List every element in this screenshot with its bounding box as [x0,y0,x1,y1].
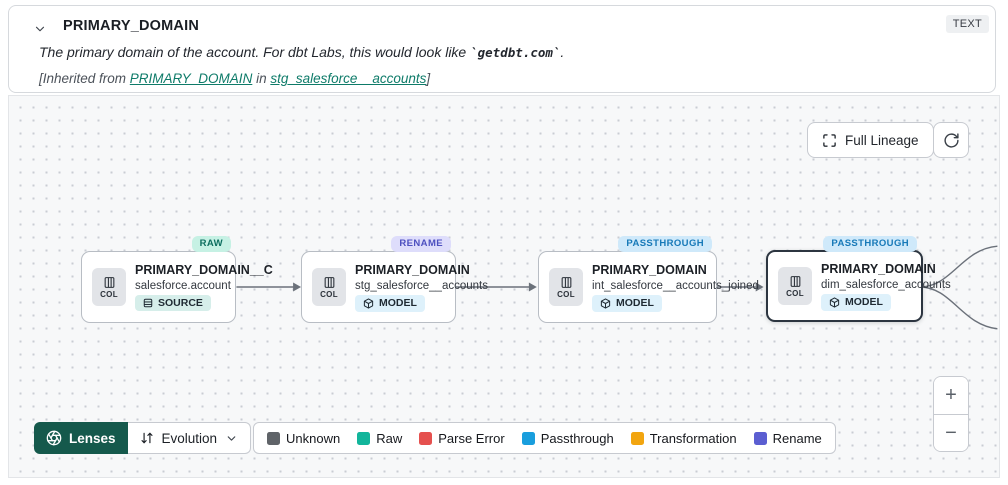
node-body: PRIMARY_DOMAIN stg_salesforce__accounts … [355,262,488,312]
description-text: The primary domain of the account. For d… [39,44,471,60]
resource-type-badge: MODEL [821,293,891,311]
legend-label: Rename [772,430,822,446]
aperture-icon [46,430,62,446]
columns-icon [790,275,800,287]
model-cube-icon [363,297,374,309]
node-subtitle: dim_salesforce_accounts [821,278,951,291]
inherited-prefix: [Inherited from [39,71,130,86]
col-label: COL [786,288,804,298]
chevron-down-icon [227,435,236,441]
column-name-title: PRIMARY_DOMAIN [63,18,199,34]
refresh-icon [943,132,959,148]
col-label: COL [557,289,575,299]
panel-header: PRIMARY_DOMAIN TEXT [9,15,995,40]
zoom-in-button[interactable]: + [934,377,968,415]
legend-swatch [357,431,371,445]
node-subtitle: salesforce.account [135,279,231,292]
col-label: COL [100,289,118,299]
full-lineage-button[interactable]: Full Lineage [807,122,934,158]
lenses-label: Lenses [69,430,116,446]
column-badge: COL [92,268,126,306]
lineage-node-dim-selected[interactable]: PASSTHROUGH COL PRIMARY_DOMAIN dim_sales… [766,236,951,322]
resource-type-badge: MODEL [592,294,662,312]
legend-swatch [630,431,644,445]
resource-type-label: SOURCE [158,296,203,309]
resource-type-label: MODEL [845,295,883,308]
node-title: PRIMARY_DOMAIN [592,262,707,277]
legend-item-rename: Rename [753,430,822,446]
resource-type-label: MODEL [616,296,654,309]
node-body: PRIMARY_DOMAIN int_salesforce__accounts_… [592,262,759,312]
legend-item-transformation: Transformation [630,430,737,446]
lineage-node-source[interactable]: RAW COL PRIMARY_DOMAIN__C salesforce.acc… [81,236,273,323]
evolution-tag-raw: RAW [191,236,231,252]
source-icon [143,298,153,308]
lenses-control: Lenses Evolution [34,422,252,454]
inherited-suffix: ] [426,71,431,86]
column-description: The primary domain of the account. For d… [39,44,564,60]
inherited-model-link[interactable]: stg_salesforce__accounts [270,71,427,86]
node-title: PRIMARY_DOMAIN [821,261,936,276]
description-period: . [560,44,565,60]
column-type-badge: TEXT [945,15,989,33]
legend-label: Unknown [286,430,341,446]
column-detail-panel: PRIMARY_DOMAIN TEXT The primary domain o… [8,5,996,93]
resource-type-badge: SOURCE [135,294,211,312]
collapse-chevron-icon[interactable] [33,21,49,37]
column-badge: COL [549,268,583,306]
resource-type-label: MODEL [379,296,417,309]
legend-item-passthrough: Passthrough [521,430,614,446]
node-title: PRIMARY_DOMAIN [355,262,470,277]
zoom-out-button[interactable]: − [934,414,968,451]
full-lineage-label: Full Lineage [845,132,919,148]
evolution-tag-passthrough: PASSTHROUGH [618,236,712,252]
columns-icon [104,276,114,288]
columns-icon [324,276,334,288]
legend-item-parse-error: Parse Error [419,430,505,446]
evolution-tag-rename: RENAME [391,236,451,252]
node-body: PRIMARY_DOMAIN__C salesforce.account SOU… [135,262,273,312]
expand-icon [823,133,836,147]
arrows-up-down-icon [140,432,153,444]
lens-dropdown[interactable]: Evolution [127,422,252,454]
lineage-node-intermediate[interactable]: PASSTHROUGH COL PRIMARY_DOMAIN int_sales… [538,236,759,323]
legend-item-raw: Raw [357,431,402,446]
inherited-middle: in [252,71,271,86]
lineage-node-staging[interactable]: RENAME COL PRIMARY_DOMAIN stg_salesforce… [301,236,488,323]
node-title: PRIMARY_DOMAIN__C [135,262,273,277]
description-code: `getdbt.com` [470,45,561,60]
inherited-from-line: [Inherited from PRIMARY_DOMAIN in stg_sa… [39,71,430,86]
refresh-button[interactable] [933,122,969,158]
legend-swatch [521,431,535,445]
column-badge: COL [312,268,346,306]
lineage-canvas[interactable]: Full Lineage RAW COL PRIMARY_DOMAIN__C s… [8,95,1000,478]
evolution-legend: Unknown Raw Parse Error Passthrough Tran… [253,422,836,454]
resource-type-badge: MODEL [355,294,425,312]
col-label: COL [320,289,338,299]
lens-selected-value: Evolution [161,430,218,446]
legend-swatch [753,431,767,445]
node-subtitle: int_salesforce__accounts_joined [592,279,759,292]
columns-icon [561,276,571,288]
legend-swatch [267,431,280,445]
evolution-tag-passthrough: PASSTHROUGH [823,236,917,252]
model-cube-icon [829,296,840,308]
lenses-button[interactable]: Lenses [34,422,128,454]
inherited-column-link[interactable]: PRIMARY_DOMAIN [129,71,253,86]
column-badge: COL [778,267,812,305]
zoom-controls: + − [933,376,969,452]
legend-label: Raw [376,430,403,446]
legend-label: Transformation [649,430,737,446]
legend-item-unknown: Unknown [267,431,340,446]
legend-swatch [419,431,433,445]
legend-label: Passthrough [540,430,614,446]
node-body: PRIMARY_DOMAIN dim_salesforce_accounts M… [821,261,951,311]
node-subtitle: stg_salesforce__accounts [355,279,488,292]
model-cube-icon [600,297,611,309]
legend-label: Parse Error [438,430,505,446]
